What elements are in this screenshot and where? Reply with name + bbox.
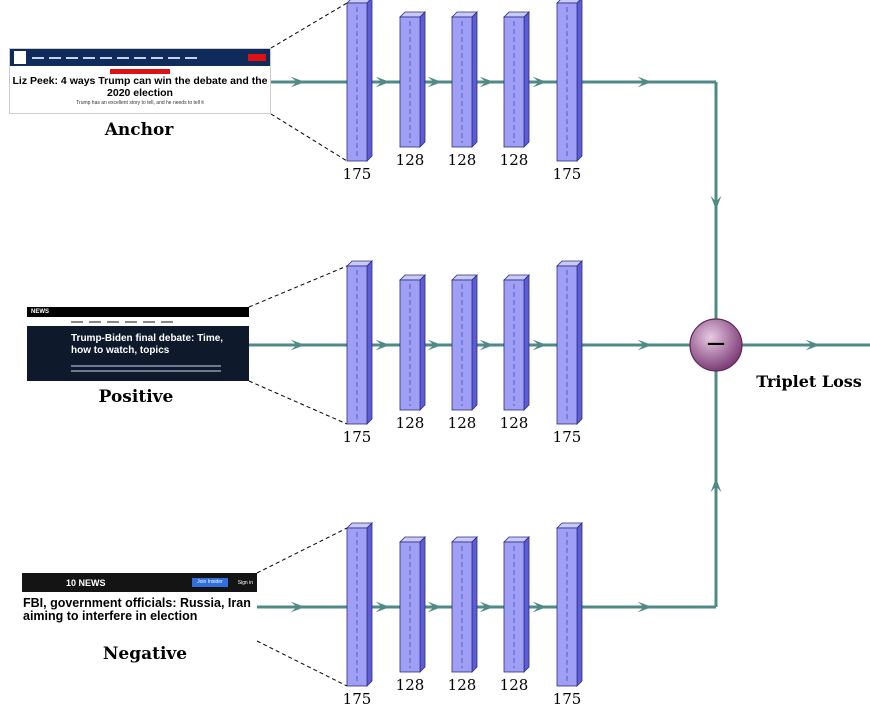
connection-lines bbox=[248, 2, 870, 687]
nbc-subnav bbox=[27, 317, 249, 326]
negative-arrow-5 bbox=[637, 601, 652, 613]
anchor-projection-top bbox=[270, 2, 348, 49]
positive-layer-label-0: 175 bbox=[343, 428, 372, 446]
positive-subtext bbox=[71, 365, 221, 372]
negative-thumbnail: 10 NEWS Join Insider Sign in FBI, govern… bbox=[22, 573, 257, 641]
tennews-brand: 10 NEWS bbox=[66, 577, 106, 588]
negative-layer-label-4: 175 bbox=[553, 690, 582, 708]
anchor-layer-label-4: 175 bbox=[553, 165, 582, 183]
positive-arrow-5 bbox=[637, 339, 652, 351]
negative-projection-bottom bbox=[256, 640, 348, 687]
anchor-projection-bottom bbox=[270, 113, 348, 162]
loss-label: Triplet Loss bbox=[756, 372, 862, 391]
negative-layer-1: 128 bbox=[396, 536, 426, 694]
negative-projection-top bbox=[256, 527, 348, 574]
positive-arrow-2 bbox=[427, 339, 442, 351]
join-insider-button: Join Insider bbox=[192, 578, 228, 587]
positive-layer-label-3: 128 bbox=[500, 414, 529, 432]
negative-layer-0: 175 bbox=[343, 522, 373, 708]
positive-projection-bottom bbox=[248, 380, 348, 425]
sign-in-link: Sign in bbox=[237, 579, 253, 586]
anchor-layer-label-2: 128 bbox=[448, 151, 477, 169]
negative-arrow-0 bbox=[290, 601, 305, 613]
fox-login-button bbox=[248, 54, 266, 61]
positive-layer-1: 128 bbox=[396, 274, 426, 432]
positive-arrow-0 bbox=[290, 339, 305, 351]
negative-layer-4: 175 bbox=[553, 522, 583, 708]
anchor-layer-label-0: 175 bbox=[343, 165, 372, 183]
anchor-layer-3: 128 bbox=[500, 11, 530, 169]
anchor-arrow-4 bbox=[532, 76, 547, 88]
output-arrow bbox=[805, 339, 820, 351]
negative-headline: FBI, government officials: Russia, Iran … bbox=[23, 596, 251, 623]
fox-logo bbox=[14, 51, 26, 64]
positive-layer-0: 175 bbox=[343, 260, 373, 446]
anchor-layer-4: 175 bbox=[553, 0, 583, 183]
anchor-arrow-0 bbox=[290, 76, 305, 88]
negative-layer-label-3: 128 bbox=[500, 676, 529, 694]
positive-caption: Positive bbox=[99, 387, 174, 407]
negative-layer-label-0: 175 bbox=[343, 690, 372, 708]
anchor-headline: Liz Peek: 4 ways Trump can win the debat… bbox=[12, 75, 268, 99]
anchor-layer-label-3: 128 bbox=[500, 151, 529, 169]
negative-arrow-2 bbox=[427, 601, 442, 613]
negative-caption: Negative bbox=[103, 644, 187, 664]
anchor-subheadline: Trump has an excellent story to tell, an… bbox=[76, 100, 204, 106]
anchor-caption: Anchor bbox=[104, 120, 175, 140]
negative-layer-2: 128 bbox=[448, 536, 478, 694]
fox-navbar bbox=[10, 49, 270, 66]
anchor-arrow-1 bbox=[375, 76, 390, 88]
anchor-layer-1: 128 bbox=[396, 11, 426, 169]
nbc-brand: NEWS bbox=[31, 309, 49, 315]
positive-thumbnail: NEWS Trump-Biden final debate: Time, how… bbox=[27, 307, 249, 381]
positive-headline: Trump-Biden final debate: Time, how to w… bbox=[71, 333, 224, 356]
loss-node bbox=[689, 318, 743, 372]
positive-arrow-3 bbox=[479, 339, 494, 351]
positive-arrow-1 bbox=[375, 339, 390, 351]
positive-layer-3: 128 bbox=[500, 274, 530, 432]
layer-stack: 175 128 128 128 175 175 128 128 128 175 175 128 128 1… bbox=[343, 0, 583, 708]
anchor-layer-0: 175 bbox=[343, 0, 373, 183]
anchor-arrow-3 bbox=[479, 76, 494, 88]
positive-layer-label-2: 128 bbox=[448, 414, 477, 432]
anchor-arrow-5 bbox=[637, 76, 652, 88]
subtract-symbol: − bbox=[705, 329, 727, 359]
negative-up-arrow bbox=[710, 478, 722, 493]
anchor-thumbnail: Liz Peek: 4 ways Trump can win the debat… bbox=[9, 48, 271, 114]
anchor-arrow-2 bbox=[427, 76, 442, 88]
positive-layer-label-1: 128 bbox=[396, 414, 425, 432]
negative-arrow-4 bbox=[532, 601, 547, 613]
positive-layer-label-4: 175 bbox=[553, 428, 582, 446]
fox-tag bbox=[110, 69, 170, 74]
anchor-layer-label-1: 128 bbox=[396, 151, 425, 169]
anchor-layer-2: 128 bbox=[448, 11, 478, 169]
anchor-down-arrow bbox=[710, 195, 722, 210]
positive-projection-top bbox=[248, 265, 348, 308]
negative-layer-label-1: 128 bbox=[396, 676, 425, 694]
positive-layer-4: 175 bbox=[553, 260, 583, 446]
negative-layer-label-2: 128 bbox=[448, 676, 477, 694]
negative-arrow-1 bbox=[375, 601, 390, 613]
negative-layer-3: 128 bbox=[500, 536, 530, 694]
negative-arrow-3 bbox=[479, 601, 494, 613]
positive-arrow-4 bbox=[532, 339, 547, 351]
positive-layer-2: 128 bbox=[448, 274, 478, 432]
